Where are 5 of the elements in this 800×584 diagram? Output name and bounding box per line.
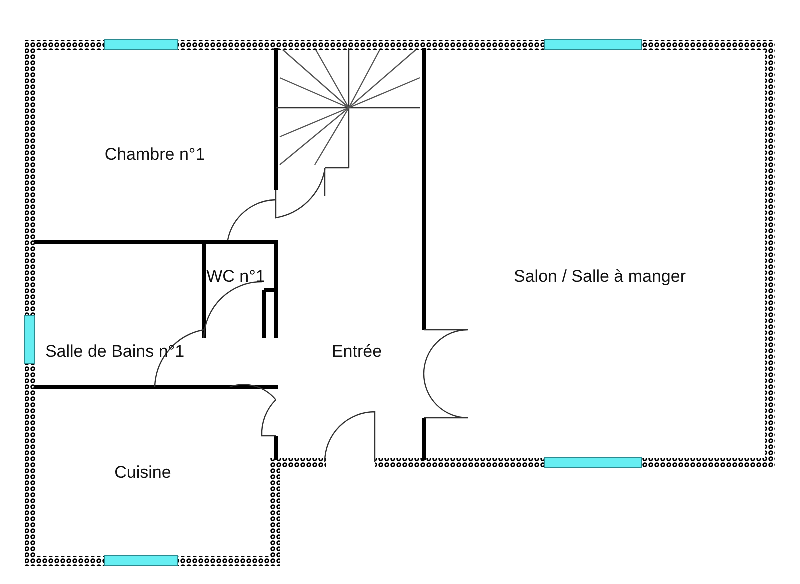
room-label: Salon / Salle à manger (514, 267, 686, 287)
room-label: Cuisine (114, 463, 172, 483)
room-label: Entrée (332, 342, 382, 362)
room-label: Chambre n°1 (104, 145, 206, 165)
room-label: WC n°1 (206, 267, 266, 287)
